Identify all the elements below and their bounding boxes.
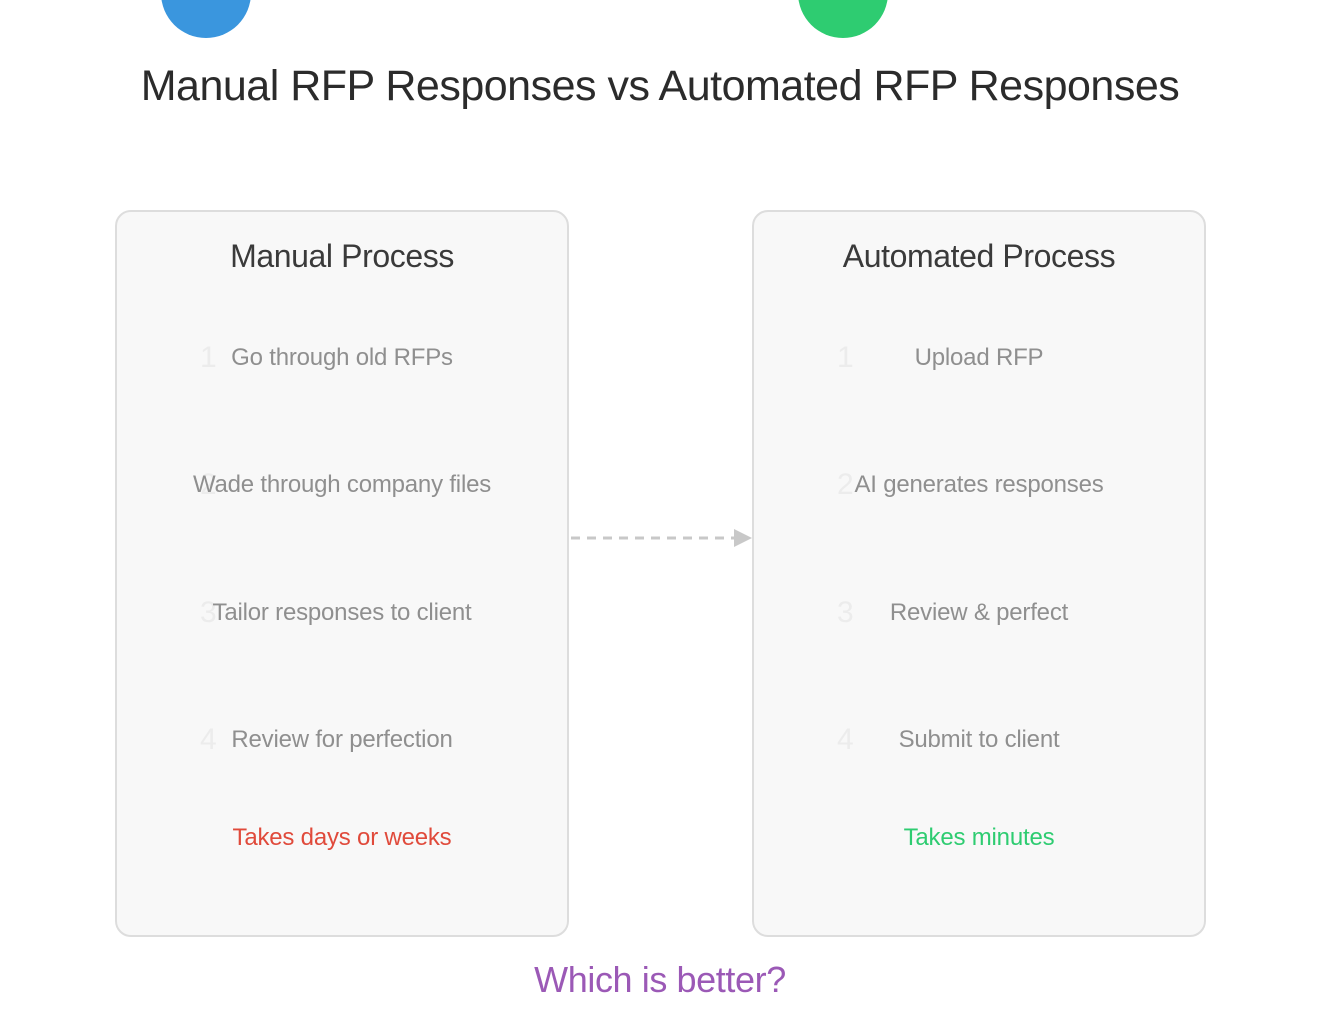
step-text: Review for perfection <box>231 726 453 753</box>
step-text: Review & perfect <box>889 599 1069 626</box>
step-number: 4 <box>837 723 854 756</box>
automated-step: 2 AI generates responses <box>754 465 1204 505</box>
manual-step: 2 Wade through company files <box>117 465 567 505</box>
step-text: Wade through company files <box>192 471 492 498</box>
automated-outcome-text: Takes minutes <box>903 824 1055 851</box>
manual-step: 1 Go through old RFPs <box>117 338 567 378</box>
step-number: 1 <box>200 341 217 374</box>
automated-step: 4 Submit to client <box>754 720 1204 760</box>
step-number: 3 <box>837 596 854 629</box>
blue-circle-decoration <box>161 0 251 38</box>
manual-outcome-text: Takes days or weeks <box>232 824 452 851</box>
page-title: Manual RFP Responses vs Automated RFP Re… <box>140 62 1180 110</box>
step-number: 2 <box>837 468 854 501</box>
step-text: Go through old RFPs <box>231 344 453 371</box>
step-text: Upload RFP <box>914 344 1044 371</box>
manual-process-heading: Manual Process <box>230 238 454 274</box>
automated-process-heading: Automated Process <box>842 238 1116 274</box>
step-number: 3 <box>200 596 217 629</box>
dashed-arrow-connector <box>571 529 752 547</box>
step-number: 1 <box>837 341 854 374</box>
step-number: 4 <box>200 723 217 756</box>
arrowhead-icon <box>734 529 752 547</box>
step-number: 2 <box>200 468 217 501</box>
step-text: AI generates responses <box>854 471 1104 498</box>
automated-process-panel: Automated Process 1 Upload RFP 2 AI gene… <box>752 210 1206 937</box>
automated-step: 3 Review & perfect <box>754 593 1204 633</box>
green-circle-decoration <box>798 0 888 38</box>
manual-step: 4 Review for perfection <box>117 720 567 760</box>
step-text: Tailor responses to client <box>212 599 472 626</box>
manual-process-panel: Manual Process 1 Go through old RFPs 2 W… <box>115 210 569 937</box>
manual-step: 3 Tailor responses to client <box>117 593 567 633</box>
step-text: Submit to client <box>898 726 1060 753</box>
question-text: Which is better? <box>534 959 786 1000</box>
automated-step: 1 Upload RFP <box>754 338 1204 378</box>
